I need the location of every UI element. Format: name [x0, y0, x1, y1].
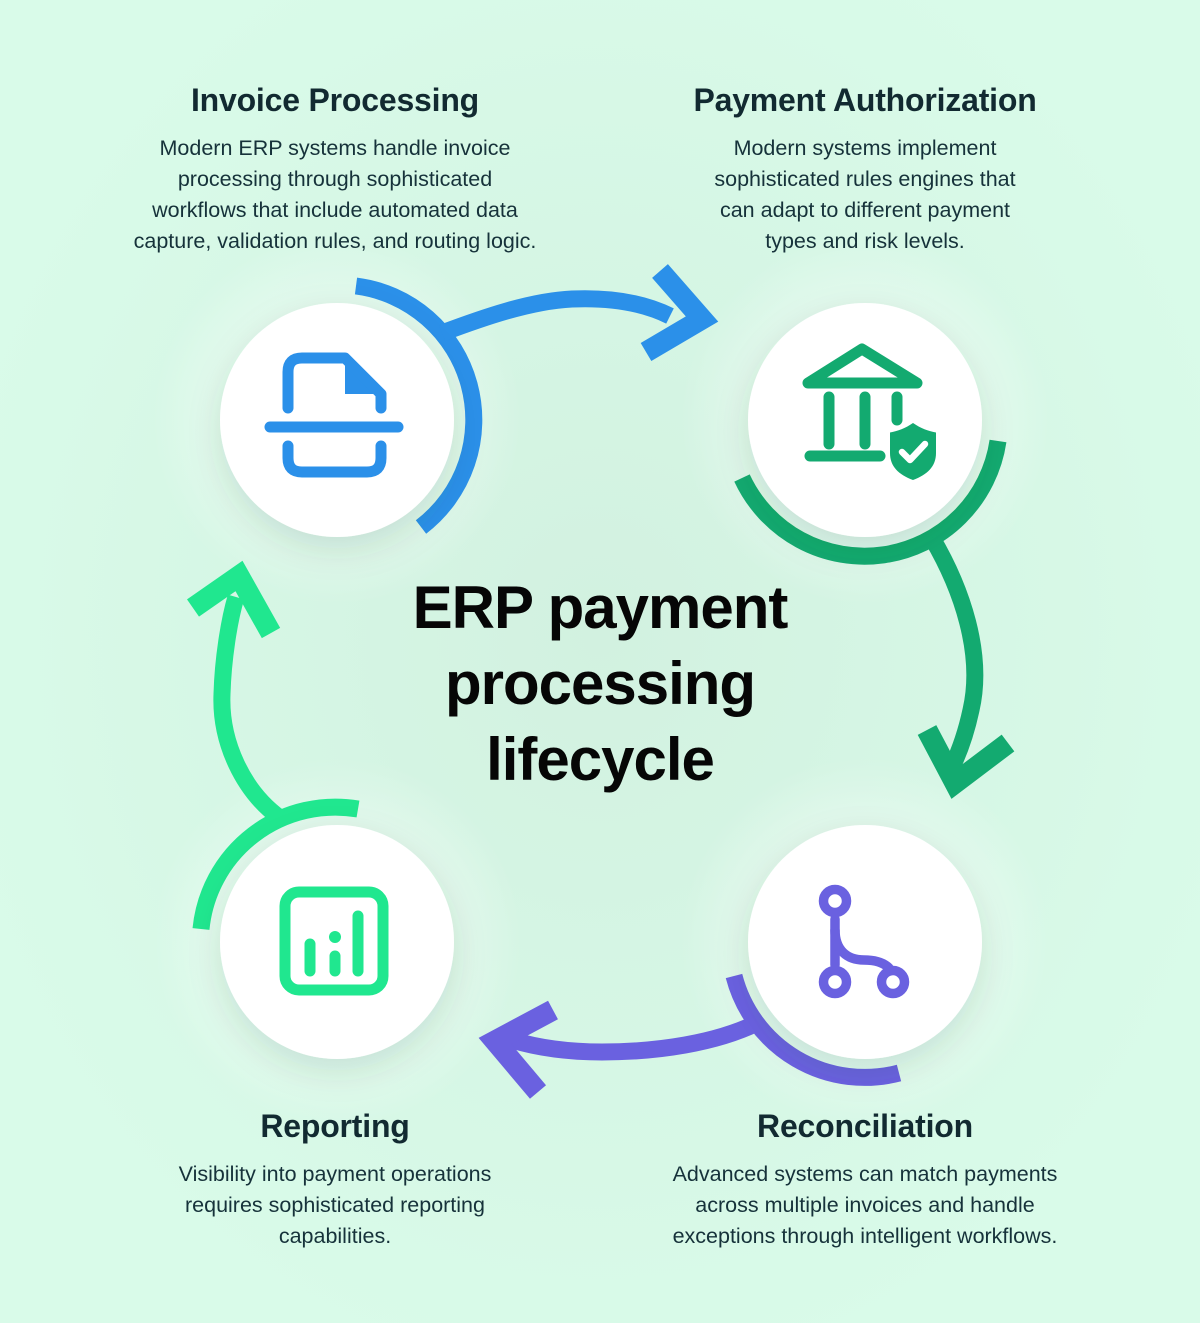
arrowhead-spring [187, 560, 281, 639]
branch-node-left [818, 965, 852, 999]
stage-section-reporting: Reporting Visibility into payment operat… [85, 1106, 585, 1252]
arrow-ring-spring [192, 798, 360, 930]
chart-dot [329, 931, 341, 943]
stage-description-reporting: Visibility into payment operations requi… [178, 1162, 492, 1248]
arrow-tail-blue [439, 290, 674, 341]
stage-circle-reconciliation [748, 825, 982, 1059]
stage-description-payment-authorization: Modern systems implement sophisticated r… [714, 136, 1016, 253]
stage-description-invoice-processing: Modern ERP systems handle invoice proces… [133, 136, 537, 253]
stage-circle-invoice-processing [220, 303, 454, 537]
stage-heading-invoice-processing: Invoice Processing [190, 82, 480, 118]
bank-columns [823, 391, 903, 450]
shield [890, 423, 936, 480]
stage-section-invoice-processing: Invoice Processing Modern ERP systems ha… [85, 80, 585, 257]
stage-heading-reconciliation: Reconciliation [757, 1108, 973, 1144]
arrowhead-purple [478, 1000, 558, 1099]
page-title: ERP payment processing lifecycle [412, 574, 789, 793]
document-outline [282, 352, 387, 414]
arrow-ring-blue [354, 277, 483, 534]
arrow-reconciliation-to-reporting [478, 973, 902, 1099]
git-branch-icon [818, 884, 910, 999]
stage-section-payment-authorization: Payment Authorization Modern systems imp… [625, 80, 1105, 257]
branch-node-top [818, 884, 852, 918]
stage-heading-reporting: Reporting [260, 1108, 410, 1144]
arrow-reporting-to-invoice [187, 560, 360, 930]
arrow-tail-spring [213, 594, 286, 825]
arrow-tail-emerald [924, 533, 984, 779]
arrow-invoice-to-authorization [354, 264, 719, 534]
stage-heading-payment-authorization: Payment Authorization [693, 82, 1037, 118]
arrowhead-emerald [917, 725, 1015, 799]
arrow-tail-purple [509, 1015, 761, 1061]
arrow-ring-emerald [734, 439, 1007, 565]
shield-check [898, 440, 929, 464]
arrowhead-blue [640, 264, 719, 362]
chart-frame [279, 886, 389, 996]
bank-shield-check-icon [802, 343, 936, 480]
document-tray [282, 440, 387, 478]
bar-chart-icon [279, 886, 389, 996]
document-scan-icon [264, 352, 404, 478]
branch-curve [830, 925, 894, 973]
arrow-ring-purple [725, 973, 902, 1086]
stage-description-reconciliation: Advanced systems can match payments acro… [672, 1162, 1058, 1248]
stage-section-reconciliation: Reconciliation Advanced systems can matc… [615, 1106, 1115, 1252]
bank-pediment [802, 343, 923, 389]
arrow-authorization-to-reconciliation [734, 439, 1015, 799]
